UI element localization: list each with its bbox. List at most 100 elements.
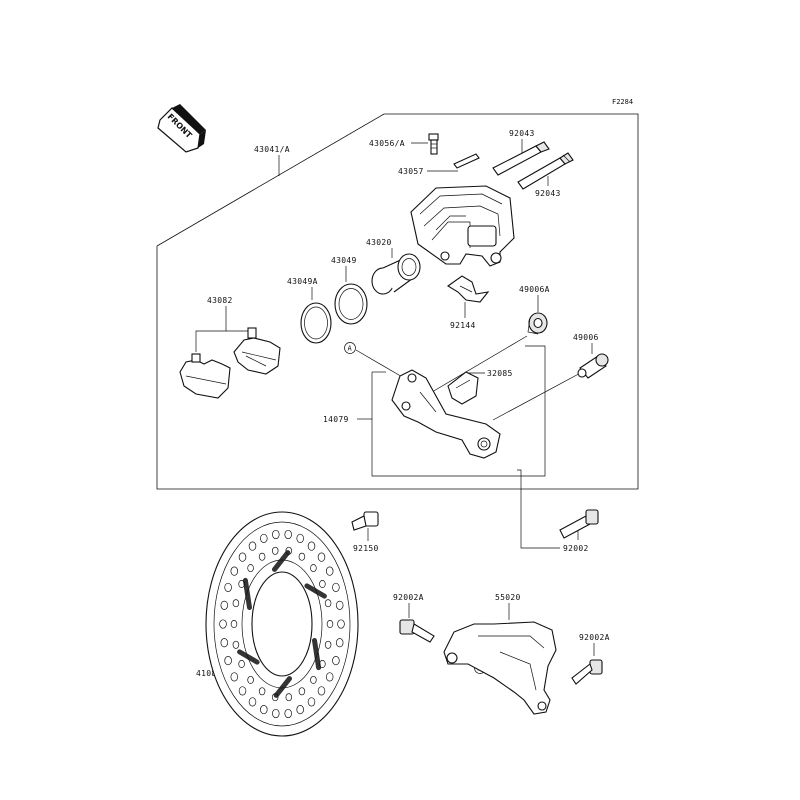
disc-hole [260,533,268,543]
label-valve-cap: 43057 [398,167,458,176]
disc-hole [324,599,332,608]
disc-slot [312,638,322,671]
disc-slot [273,676,292,698]
piston-part [371,253,421,295]
disc-hole [258,687,266,696]
label-bracket-bolt: 92002 [517,469,589,553]
boot-right-part [577,353,609,379]
label-dust-seal: 43049A [287,277,318,300]
svg-text:92144: 92144 [450,321,476,330]
label-boot-left: 49006A [519,285,550,312]
disc-hole [317,686,326,696]
disc-hole [238,686,247,696]
caliper-assembly-frame [156,113,639,490]
disc-hole [230,566,239,576]
piston-seal-part [334,283,368,325]
disc-hole [224,656,232,666]
pin-upper-part [492,141,550,176]
disc-hole [310,564,317,573]
svg-text:41080: 41080 [196,669,222,678]
disc-hole [248,541,257,551]
label-caliper-assy: 43041/A [254,145,290,176]
ref-marker-a-upper: A [344,342,405,379]
disc-hole [319,580,326,588]
brake-pad-right-part [233,327,281,375]
boot-left-part [527,312,548,335]
svg-text:92002A: 92002A [579,633,610,642]
disc-hole [238,660,245,668]
disc-hole [232,640,240,649]
disc-hole [285,693,293,702]
disc-hole [296,705,304,715]
svg-text:43056/A: 43056/A [369,139,405,148]
svg-text:92002A: 92002A [393,593,424,602]
svg-text:43049A: 43049A [287,277,318,286]
disc-hole [298,687,306,696]
disc-hole [230,672,239,682]
svg-text:49006: 49006 [573,333,599,342]
svg-text:92150: 92150 [353,544,379,553]
figure-code: F2284 [612,98,633,106]
brake-disc-part [205,511,359,737]
svg-text:92043: 92043 [535,189,561,198]
disc-hole [247,675,254,684]
disc-hole [248,697,257,707]
label-pin-upper: 92043 [509,129,534,154]
disc-bolt-part [351,511,379,531]
disc-hole [326,620,334,628]
disc-hole [220,638,229,648]
label-guard-bolt-left: 92002A [393,593,424,618]
disc-hole [337,619,345,629]
label-bleed-valve: 43056/A [369,139,428,148]
valve-cap-part [453,153,480,169]
disc-hole [310,675,317,684]
disc-hole [219,619,227,629]
svg-text:A: A [348,345,353,353]
svg-text:32085: 32085 [487,369,513,378]
disc-hole [220,600,229,610]
disc-hole [272,708,280,719]
svg-text:43041/A: 43041/A [254,145,290,154]
svg-text:43049: 43049 [331,256,357,265]
disc-hole [224,582,232,592]
svg-text:92002: 92002 [563,544,589,553]
disc-hole [332,582,340,592]
caliper-body-part [410,185,515,267]
bleed-valve-part [428,133,439,155]
disc-hole [325,566,334,576]
disc-hole [332,656,340,666]
disc-hole [335,600,344,610]
svg-text:55020: 55020 [495,593,521,602]
pin-lower-part [517,152,574,190]
label-pad-spring: 92144 [450,302,476,330]
disc-hole [335,638,344,648]
disc-slot [242,577,252,610]
front-arrow-icon: FRONT [157,104,206,153]
disc-guard-part [443,621,557,715]
disc-hole [296,533,304,543]
bracket-bolt-part [559,509,599,539]
svg-text:14079: 14079 [323,415,349,424]
leader-boot-right-axis [492,369,587,421]
disc-slot [304,583,327,599]
disc-hole [232,599,240,608]
label-disc-guard: 55020 [495,593,521,620]
label-boot-right: 49006 [573,333,599,354]
dust-seal-part [300,302,332,344]
disc-slot [272,550,291,572]
label-disc-bolt: 92150 [353,528,379,553]
disc-hole [238,552,247,562]
leader-boot-left-axis [431,335,528,393]
svg-text:49006A: 49006A [519,285,550,294]
disc-hole [307,541,316,551]
brake-pad-left-part [179,353,231,399]
label-piston-seal: 43049 [331,256,357,282]
svg-text:43082: 43082 [207,296,233,305]
disc-hole [230,620,238,628]
guard-bolt-right-part [571,659,603,685]
disc-hole [284,529,292,540]
disc-hole [260,705,268,715]
pad-spring-part [446,275,490,303]
guard-bolt-left-part [399,619,435,643]
